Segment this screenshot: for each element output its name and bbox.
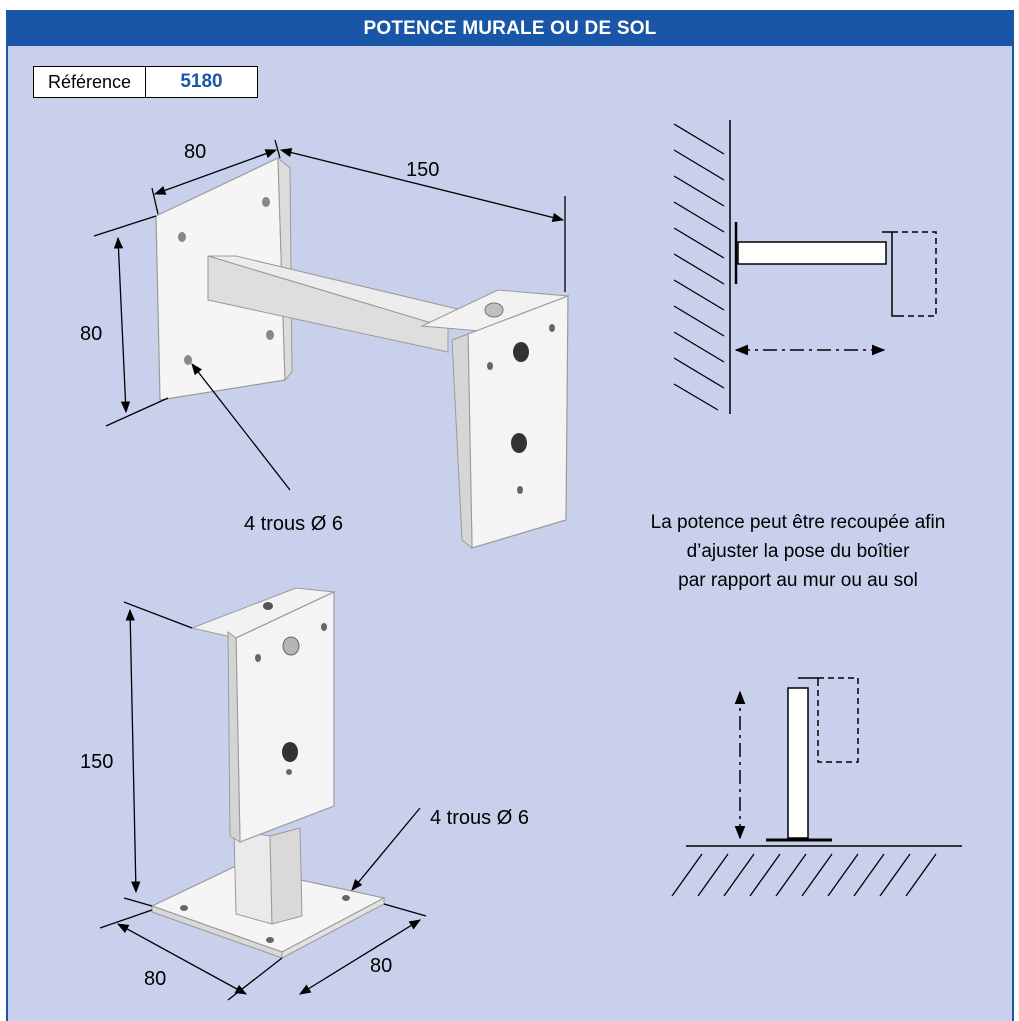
wall-dim-width: 80 [184, 141, 206, 163]
wall-mount-schematic [673, 120, 937, 414]
wall-bracket-illustration [155, 156, 570, 550]
wall-dim-height: 80 [80, 323, 102, 345]
reference-table: Référence 5180 [33, 66, 258, 98]
cutting-note: La potence peut être recoupée afin d’aju… [600, 508, 996, 595]
floor-bracket-dimensions [99, 601, 427, 1001]
reference-label: Référence [34, 67, 146, 97]
note-line: d’ajuster la pose du boîtier [686, 541, 910, 562]
floor-dim-base-right: 80 [370, 955, 392, 977]
floor-bracket-illustration [150, 587, 386, 959]
wall-dim-length: 150 [406, 159, 439, 181]
note-line: par rapport au mur ou au sol [678, 570, 918, 591]
note-line: La potence peut être recoupée afin [650, 512, 946, 533]
wall-bracket-dimensions [93, 139, 566, 491]
wall-holes-label: 4 trous Ø 6 [244, 513, 343, 535]
page-title: POTENCE MURALE OU DE SOL [6, 10, 1014, 46]
floor-mount-schematic [671, 677, 962, 897]
reference-value: 5180 [180, 71, 223, 92]
floor-dim-height: 150 [80, 751, 113, 773]
floor-dim-base-left: 80 [144, 968, 166, 990]
floor-holes-label: 4 trous Ø 6 [430, 807, 529, 829]
